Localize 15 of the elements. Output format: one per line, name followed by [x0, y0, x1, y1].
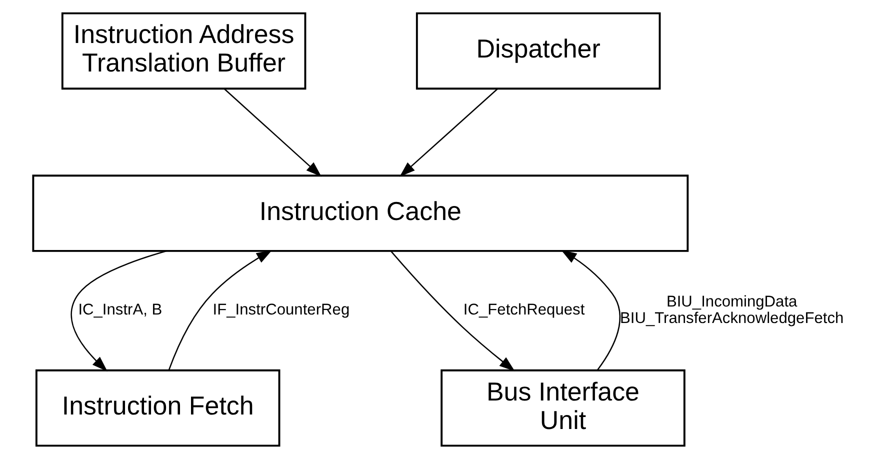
arrow	[399, 88, 498, 177]
edge-label: BIU_IncomingData BIU_TransferAcknowledgeFetch	[619, 293, 844, 328]
node-box: Instruction Fetch	[34, 369, 280, 447]
node-box: Dispatcher	[415, 12, 660, 90]
node-box: Instruction Address Translation Buffer	[60, 12, 306, 90]
arrow	[223, 88, 322, 177]
arrow	[560, 250, 620, 370]
edge-label: IC_FetchRequest	[462, 302, 584, 319]
arrow	[168, 250, 272, 370]
edge-label: IC_InstrA, B	[78, 302, 162, 319]
arrow	[390, 250, 514, 372]
edge-label: IF_InstrCounterReg	[212, 302, 350, 319]
node-box: Instruction Cache	[32, 174, 688, 252]
arrow	[70, 250, 166, 372]
node-box: Bus Interface Unit	[440, 369, 685, 447]
